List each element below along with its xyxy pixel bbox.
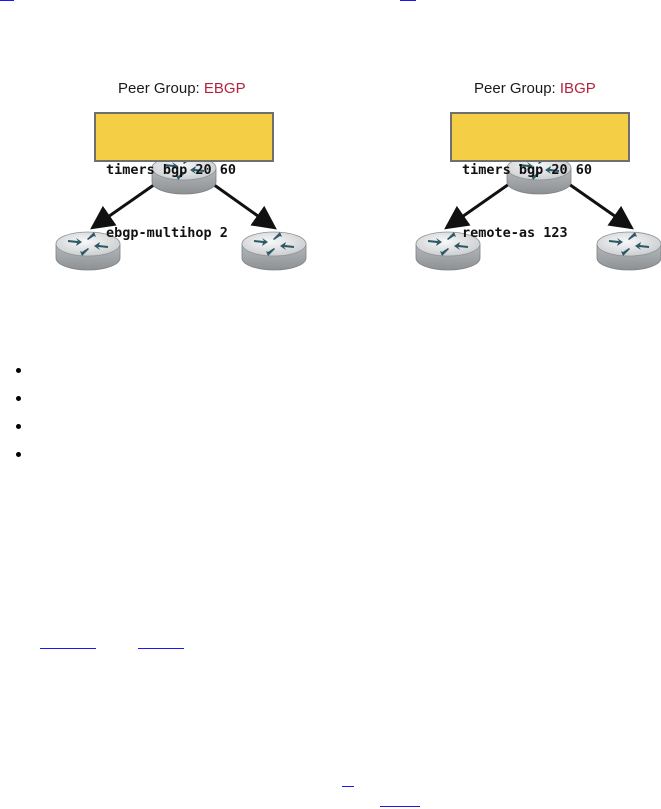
hyperlink-footnote[interactable]: [342, 786, 354, 787]
arrow-ebgp-left: [90, 180, 159, 230]
hyperlink-lower-1[interactable]: [40, 648, 96, 649]
hyperlink-bottom[interactable]: [380, 806, 420, 807]
router-icon: [415, 231, 481, 271]
config-box-ibgp: timers bgp 20 60 remote-as 123: [450, 112, 630, 241]
config-line: ebgp-multihop 2: [106, 225, 228, 241]
peer-group-label: Peer Group:: [118, 80, 204, 97]
hyperlink-top-left[interactable]: [0, 0, 14, 1]
peer-group-name: IBGP: [559, 80, 596, 97]
peer-group-title-ebgp: Peer Group: EBGP: [118, 80, 246, 97]
config-box-ebgp: timers bgp 20 60 ebgp-multihop 2: [94, 112, 274, 241]
config-line: timers bgp 20 60: [462, 162, 593, 178]
config-line: remote-as 123: [462, 225, 568, 241]
arrow-ebgp-right: [209, 180, 277, 230]
hyperlink-lower-2[interactable]: [138, 648, 184, 649]
router-icon: [596, 231, 661, 271]
arrow-ibgp-left: [444, 180, 513, 230]
peer-group-figure: Peer Group: EBGP timers bgp 20 60 ebgp-m…: [0, 70, 661, 290]
bullet-icon: [16, 452, 21, 457]
hyperlink-top-center[interactable]: [400, 0, 416, 1]
router-icon: [506, 155, 572, 195]
bullet-icon: [16, 424, 21, 429]
arrow-ibgp-right: [565, 180, 634, 230]
bullet-icon: [16, 396, 21, 401]
config-line: timers bgp 20 60: [106, 162, 237, 178]
bullet-icon: [16, 368, 21, 373]
peer-group-label: Peer Group:: [474, 80, 560, 97]
router-icon: [55, 231, 121, 271]
peer-group-name: EBGP: [203, 80, 246, 97]
router-icon: [241, 231, 307, 271]
router-icon: [151, 155, 217, 195]
peer-group-title-ibgp: Peer Group: IBGP: [474, 80, 596, 97]
connection-arrows: [90, 180, 634, 230]
